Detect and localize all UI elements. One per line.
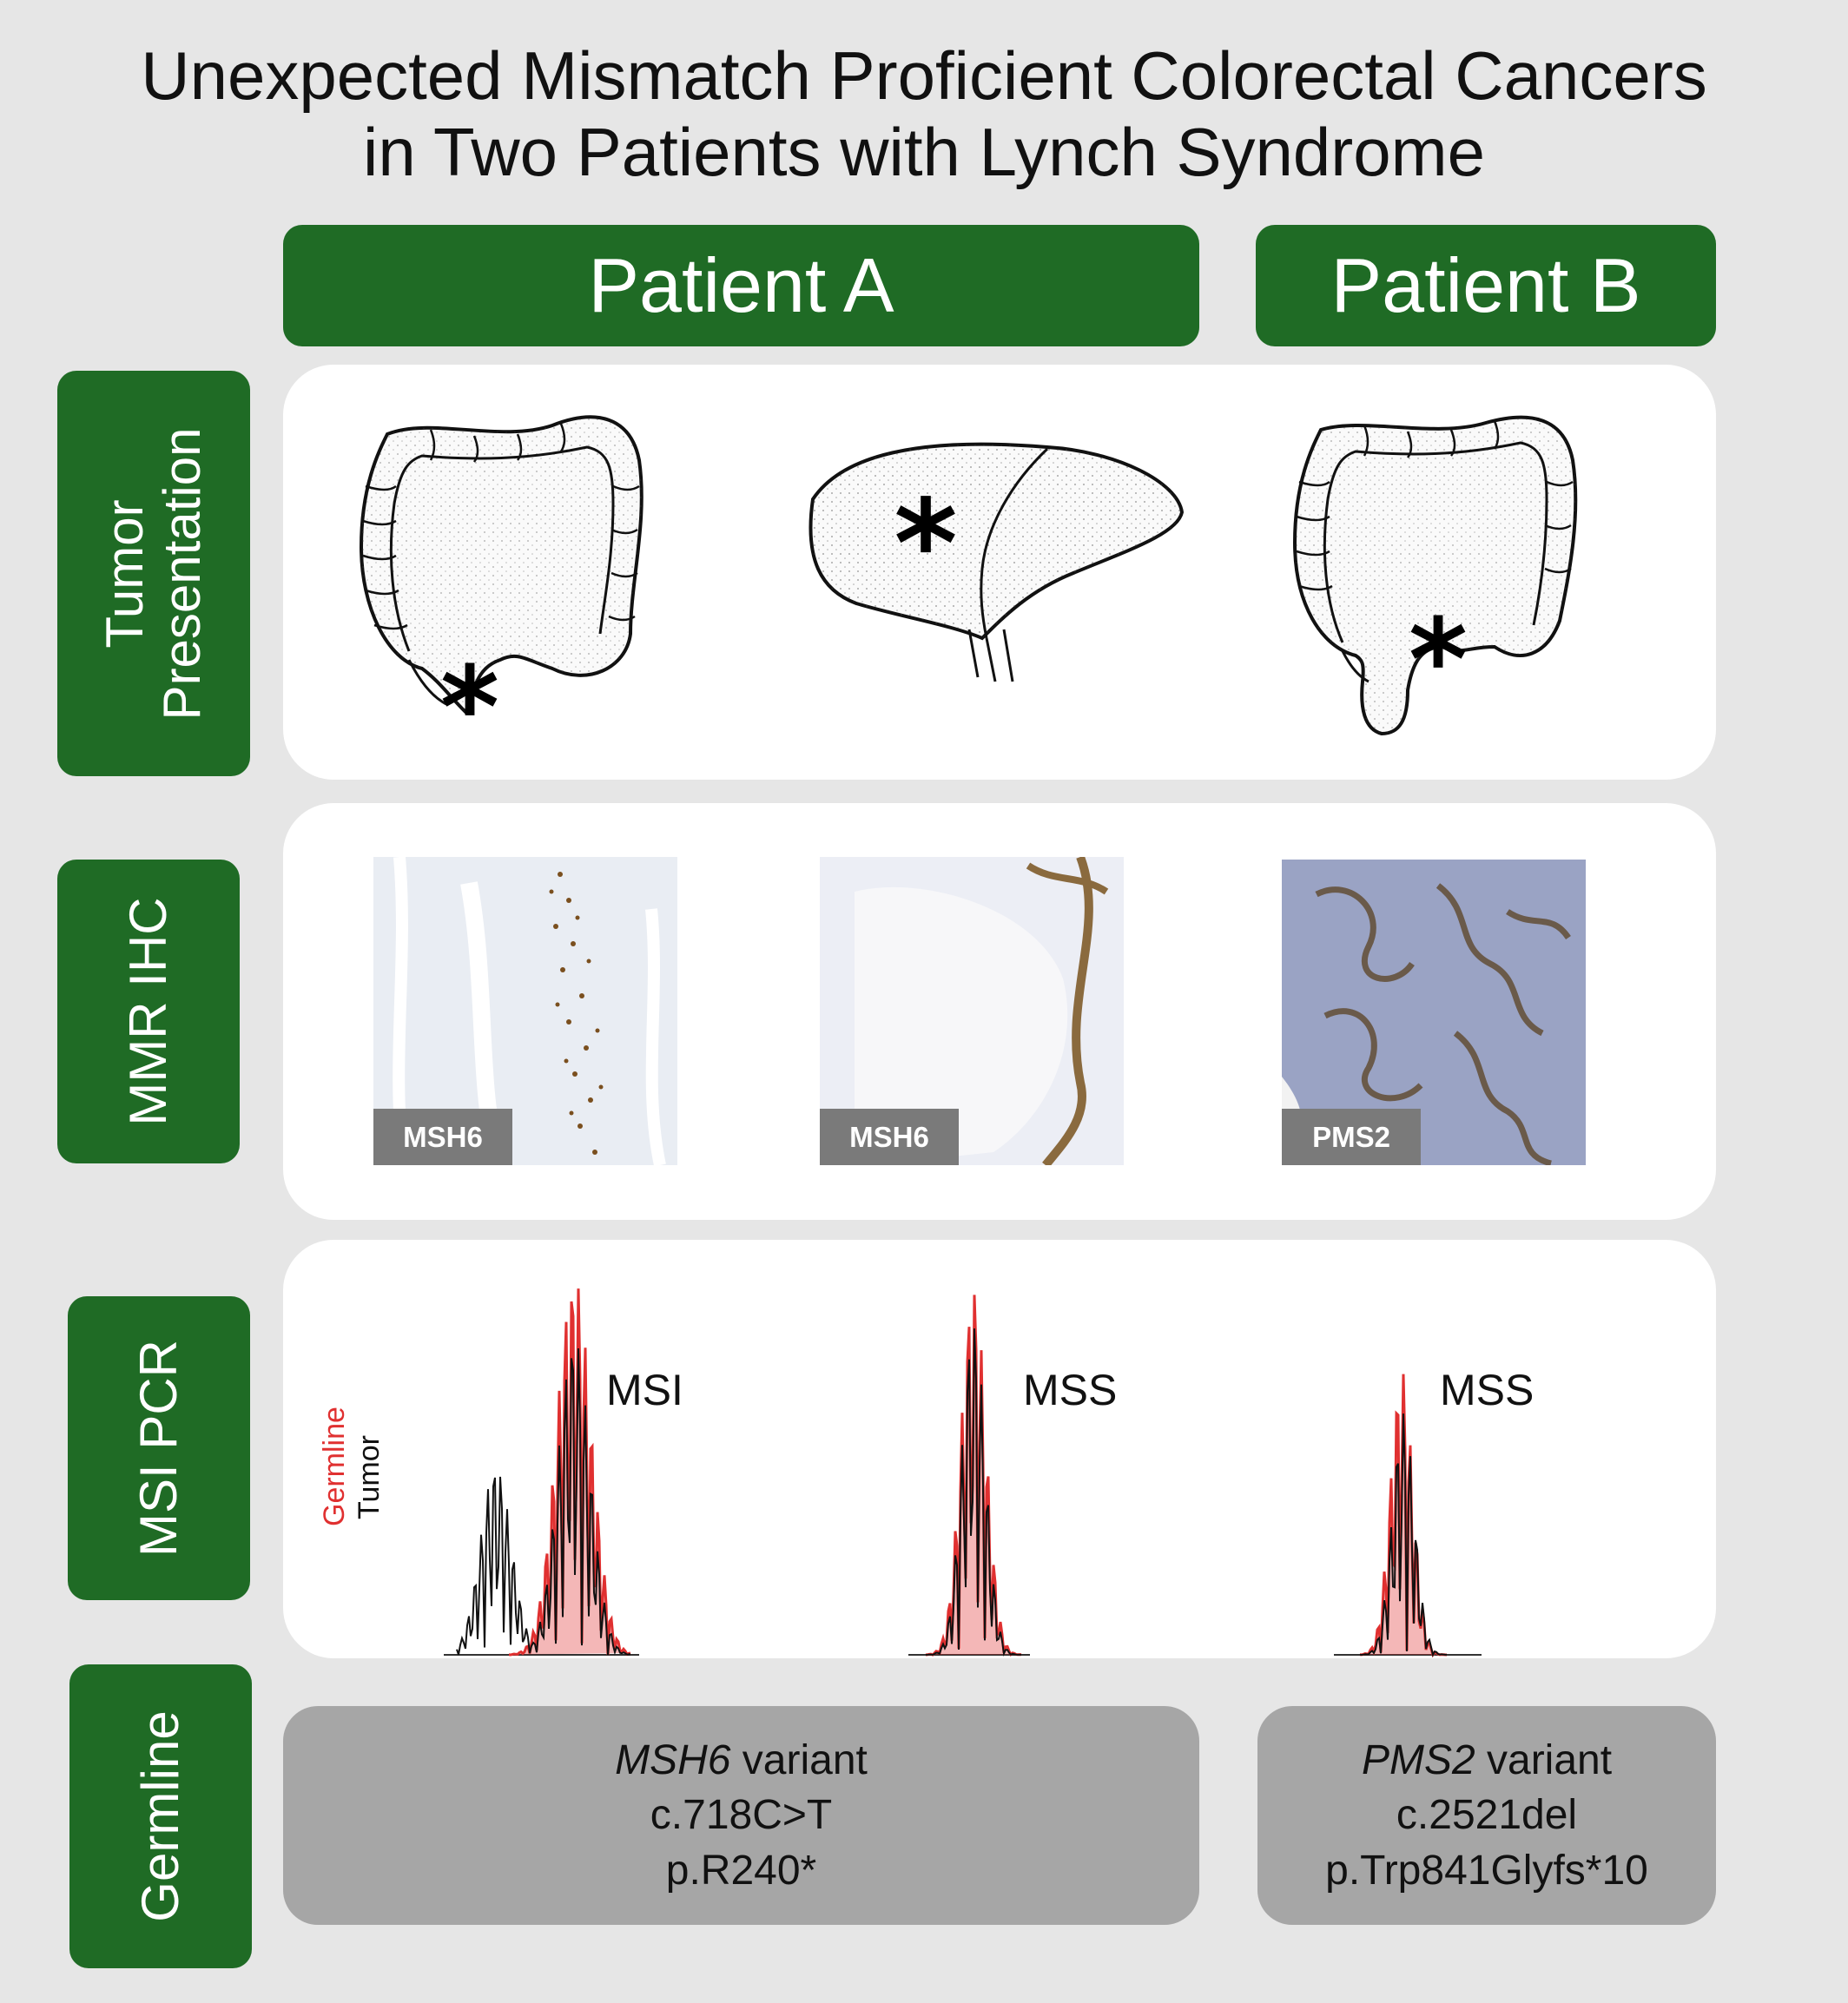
- row-label-germline: Germline: [69, 1664, 252, 1968]
- patient-b-header: Patient B: [1256, 225, 1716, 346]
- msi-electropherograms: [444, 1288, 1482, 1658]
- tumor-presentation-panel: * * *: [283, 365, 1716, 780]
- mmr-ihc-panel: MSH6 MSH6 PMS2: [283, 803, 1716, 1220]
- electropherogram-b-colon: [1334, 1374, 1482, 1658]
- row-label-tumor-line2: Presentation: [153, 427, 211, 720]
- title-line-1: Unexpected Mismatch Proficient Colorecta…: [141, 37, 1707, 114]
- row-label-tumor-line1: Tumor: [96, 498, 154, 649]
- msi-status-b-colon: MSS: [1440, 1366, 1534, 1414]
- germline-box-b: PMS2 variant c.2521del p.Trp841Glyfs*10: [1257, 1706, 1716, 1925]
- row-label-tumor-presentation: Tumor Presentation: [57, 371, 250, 776]
- trace-a-colon-tumor: [456, 1347, 631, 1656]
- svg-text:*: *: [1409, 594, 1468, 726]
- germline-a-gene: MSH6: [615, 1736, 731, 1783]
- msi-status-a-colon: MSI: [606, 1366, 683, 1414]
- msi-pcr-panel: Germline Tumor MSI MSS MSS: [283, 1240, 1716, 1658]
- electropherogram-a-colon: [444, 1288, 639, 1657]
- row-label-msi-pcr: MSI PCR: [68, 1296, 250, 1600]
- germline-b-gene: PMS2: [1361, 1736, 1475, 1783]
- colon-illustration-a: *: [359, 415, 644, 773]
- trace-b-colon-tumor: [1359, 1413, 1447, 1657]
- germline-a-cdna: c.718C>T: [650, 1792, 833, 1839]
- germline-b-suffix: variant: [1475, 1736, 1613, 1783]
- patient-a-header: Patient A: [283, 225, 1199, 346]
- ihc-image-a-liver: MSH6: [820, 857, 1124, 1165]
- electropherogram-a-liver: [908, 1295, 1030, 1657]
- title-line-2: in Two Patients with Lynch Syndrome: [363, 114, 1485, 190]
- germline-b-protein: p.Trp841Glyfs*10: [1325, 1847, 1648, 1894]
- ihc-tag-a-colon: MSH6: [373, 1109, 512, 1165]
- germline-box-a: MSH6 variant c.718C>T p.R240*: [283, 1706, 1199, 1925]
- colon-illustration-b: *: [1292, 415, 1578, 736]
- ihc-tag-b-colon: PMS2: [1282, 1109, 1421, 1165]
- ihc-image-b-colon: PMS2: [1282, 860, 1586, 1165]
- germline-b-gene-line: PMS2 variant: [1362, 1733, 1612, 1788]
- germline-b-cdna: c.2521del: [1396, 1792, 1578, 1839]
- svg-text:*: *: [894, 474, 957, 616]
- germline-a-gene-line: MSH6 variant: [615, 1733, 868, 1788]
- germline-a-protein: p.R240*: [665, 1847, 817, 1894]
- ihc-image-a-colon: MSH6: [373, 857, 677, 1165]
- ihc-tag-a-liver: MSH6: [820, 1109, 959, 1165]
- msi-status-a-liver: MSS: [1023, 1366, 1118, 1414]
- row-label-mmr-ihc: MMR IHC: [57, 860, 240, 1163]
- svg-text:*: *: [440, 642, 499, 773]
- liver-illustration: *: [808, 442, 1185, 682]
- trace-a-liver-tumor: [925, 1328, 1021, 1657]
- germline-a-suffix: variant: [730, 1736, 868, 1783]
